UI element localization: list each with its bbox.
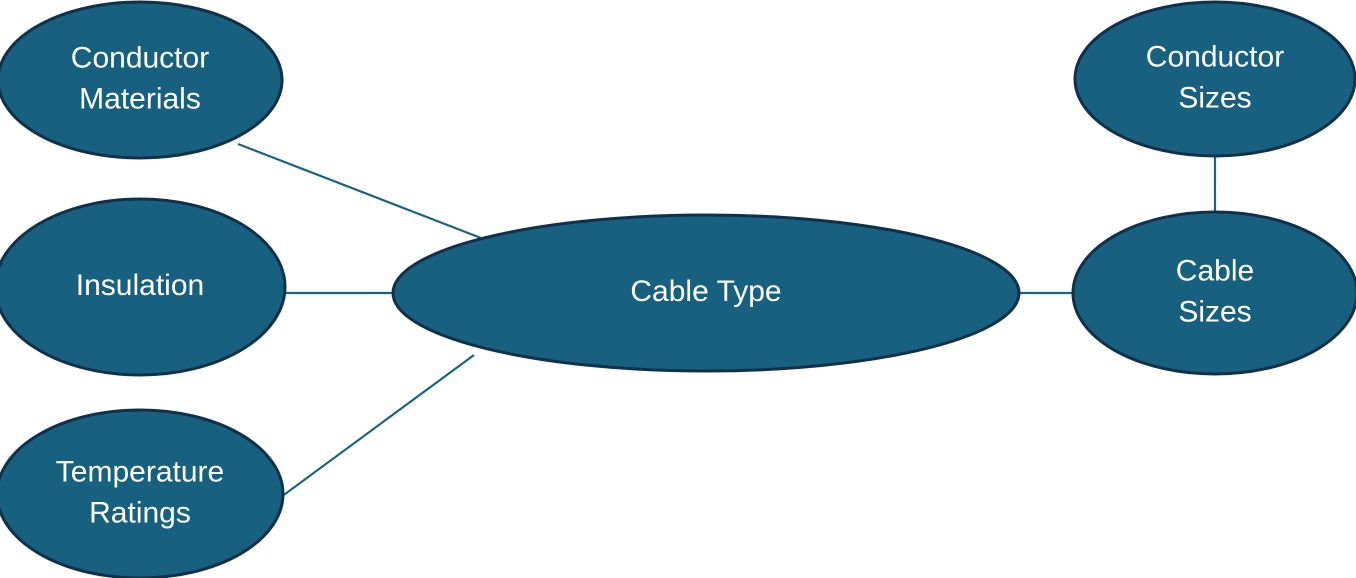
node-shape-cable-type[interactable]: [391, 213, 1021, 373]
edge-temperature-ratings-cable-type: [280, 354, 475, 498]
node-shape-cable-sizes[interactable]: [1071, 210, 1356, 376]
node-insulation[interactable]: Insulation: [0, 197, 287, 377]
node-shape-conductor-sizes[interactable]: [1073, 0, 1356, 158]
node-shape-temperature-ratings[interactable]: [0, 408, 285, 578]
node-shape-conductor-materials[interactable]: [0, 0, 284, 160]
edges-layer: [237, 142, 1217, 498]
edge-conductor-materials-cable-type: [237, 142, 482, 240]
node-shape-insulation[interactable]: [0, 197, 287, 377]
node-cable-type[interactable]: Cable Type: [391, 213, 1021, 373]
